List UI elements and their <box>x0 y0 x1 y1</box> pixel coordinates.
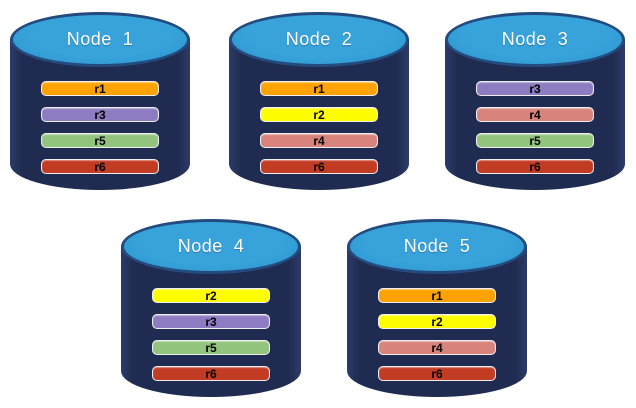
replica-bar: r5 <box>152 340 270 355</box>
replica-bar: r6 <box>476 159 594 174</box>
replica-bar: r5 <box>476 133 594 148</box>
replica-bar: r3 <box>152 314 270 329</box>
node-label: Node 1 <box>66 29 134 49</box>
replica-bar-list: r2 r3 r5 r6 <box>152 288 270 381</box>
node-cylinder: Node 4 r2 r3 r5 r6 <box>121 219 301 397</box>
replica-bar-list: r1 r3 r5 r6 <box>41 81 159 174</box>
node-label: Node 2 <box>285 29 353 49</box>
replica-bar: r2 <box>260 107 378 122</box>
node-cylinder: Node 3 r3 r4 r5 r6 <box>445 12 625 190</box>
replica-bar-list: r1 r2 r4 r6 <box>378 288 496 381</box>
replica-bar: r1 <box>260 81 378 96</box>
cylinder-top-ellipse: Node 3 <box>445 12 625 67</box>
replica-bar: r6 <box>41 159 159 174</box>
replica-bar: r5 <box>41 133 159 148</box>
replica-bar: r4 <box>476 107 594 122</box>
replica-bar: r3 <box>476 81 594 96</box>
replica-bar: r1 <box>41 81 159 96</box>
replica-bar: r1 <box>378 288 496 303</box>
replica-bar-list: r1 r2 r4 r6 <box>260 81 378 174</box>
cylinder-top-ellipse: Node 2 <box>229 12 409 67</box>
replica-bar: r4 <box>260 133 378 148</box>
replica-bar: r2 <box>152 288 270 303</box>
node-label: Node 5 <box>403 236 471 256</box>
replica-bar: r4 <box>378 340 496 355</box>
node-label: Node 4 <box>177 236 245 256</box>
cylinder-top-ellipse: Node 1 <box>10 12 190 67</box>
replica-bar-list: r3 r4 r5 r6 <box>476 81 594 174</box>
node-label: Node 3 <box>501 29 569 49</box>
node-cylinder: Node 5 r1 r2 r4 r6 <box>347 219 527 397</box>
replica-bar: r6 <box>152 366 270 381</box>
replica-bar: r6 <box>378 366 496 381</box>
node-cylinder: Node 2 r1 r2 r4 r6 <box>229 12 409 190</box>
replica-bar: r6 <box>260 159 378 174</box>
cylinder-top-ellipse: Node 4 <box>121 219 301 274</box>
replica-bar: r3 <box>41 107 159 122</box>
node-cylinder: Node 1 r1 r3 r5 r6 <box>10 12 190 190</box>
cylinder-top-ellipse: Node 5 <box>347 219 527 274</box>
replica-bar: r2 <box>378 314 496 329</box>
